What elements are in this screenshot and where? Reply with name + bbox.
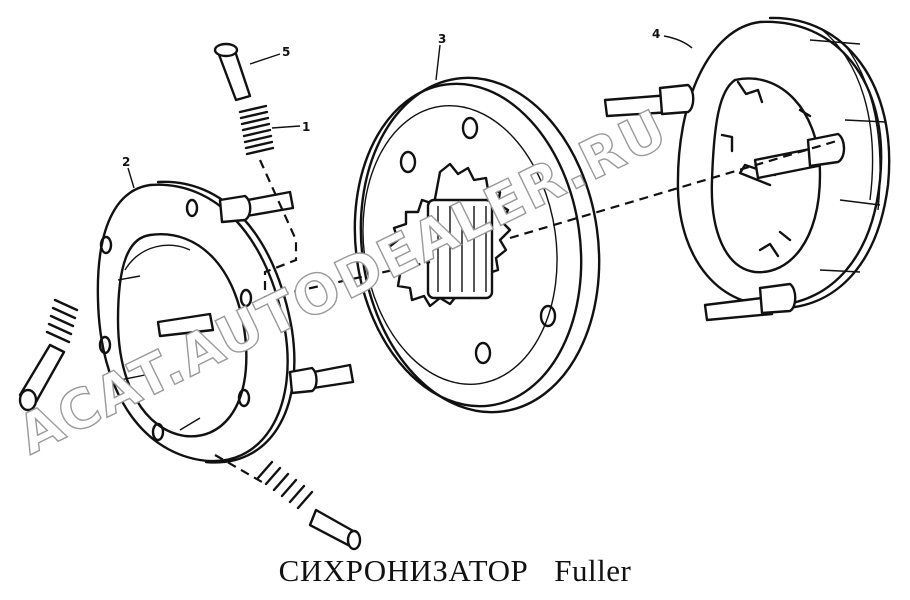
synchronizer-ring-left [96, 180, 355, 464]
svg-text:5: 5 [282, 45, 290, 59]
svg-text:4: 4 [652, 27, 660, 41]
svg-text:2: 2 [122, 155, 130, 169]
pin [18, 42, 362, 551]
diagram-caption: СИХРОНИЗАТОР Fuller [0, 553, 910, 589]
callout-1: 1 [271, 120, 310, 134]
caption-brand: Fuller [554, 553, 632, 588]
synchronizer-ring-right [603, 16, 891, 322]
callout-2: 2 [122, 155, 135, 189]
svg-text:1: 1 [302, 120, 310, 134]
svg-text:3: 3 [438, 32, 446, 46]
caption-title: СИХРОНИЗАТОР [278, 553, 529, 588]
callout-4: 4 [652, 27, 693, 49]
synchronizer-hub-gear [353, 76, 601, 414]
callout-5: 5 [249, 45, 290, 65]
callout-3: 3 [435, 32, 446, 81]
spring [45, 104, 314, 510]
